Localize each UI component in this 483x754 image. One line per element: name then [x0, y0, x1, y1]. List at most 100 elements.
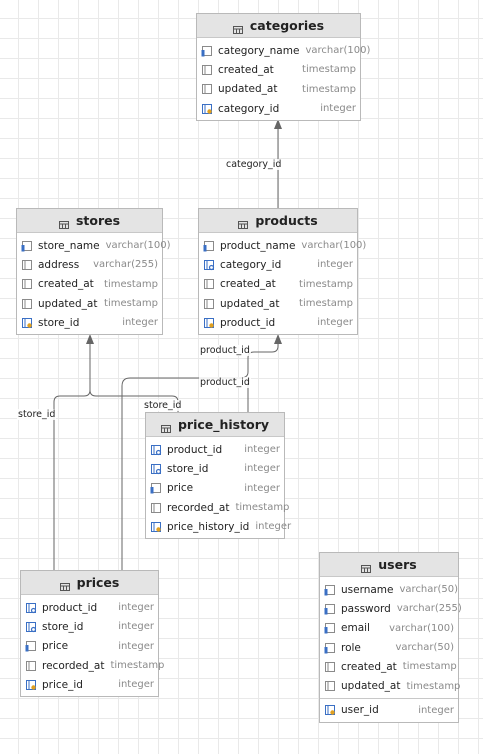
column-name: price_history_id — [167, 520, 250, 533]
column-type: integer — [317, 317, 353, 329]
text-column-icon — [21, 240, 33, 252]
column-name: product_id — [220, 316, 276, 329]
column-type: timestamp — [302, 64, 356, 76]
column-name: updated_at — [218, 83, 278, 96]
table-icon — [361, 561, 372, 573]
column-name: product_id — [42, 601, 98, 614]
column-row[interactable]: price integer — [146, 479, 284, 498]
column-type: varchar(100) — [305, 45, 371, 57]
column-type: timestamp — [104, 298, 158, 310]
column-name: recorded_at — [167, 501, 230, 514]
table-header[interactable]: prices — [21, 571, 158, 595]
column-type: timestamp — [299, 278, 353, 290]
column-name: username — [341, 583, 394, 596]
text-column-icon — [324, 584, 336, 596]
column-name: product_name — [220, 239, 296, 252]
column-name: product_id — [167, 443, 223, 456]
table-header[interactable]: users — [320, 553, 458, 577]
primary-key-icon — [324, 704, 336, 716]
column-name: price — [167, 482, 194, 495]
primary-key-icon — [201, 103, 213, 115]
table-header[interactable]: stores — [17, 209, 162, 233]
primary-key-icon — [25, 679, 37, 691]
column-type: integer — [244, 482, 280, 494]
column-name: created_at — [220, 278, 276, 291]
column-type: varchar(50) — [395, 642, 454, 654]
column-type: timestamp — [104, 278, 158, 290]
column-row[interactable]: product_id integer — [199, 313, 357, 332]
column-row[interactable]: category_id integer — [199, 255, 357, 274]
column-name: category_id — [220, 258, 282, 271]
table-title: prices — [76, 575, 120, 590]
column-type: timestamp — [299, 298, 353, 310]
column-name: updated_at — [220, 297, 280, 310]
column-name: updated_at — [341, 680, 401, 693]
relation-prices-stores — [53, 334, 94, 570]
column-name: store_name — [38, 239, 100, 252]
table-header[interactable]: products — [199, 209, 357, 233]
table-header[interactable]: categories — [197, 14, 360, 38]
column-row[interactable]: created_at timestamp — [17, 275, 162, 294]
relation-label-store-id: store_id — [143, 400, 183, 411]
column-row[interactable]: recorded_at timestamp — [146, 498, 289, 517]
table-header[interactable]: price_history — [146, 413, 284, 437]
column-type: varchar(255) — [396, 603, 462, 615]
table-title: price_history — [177, 417, 270, 432]
text-column-icon — [25, 640, 37, 652]
column-type: integer — [317, 259, 353, 271]
column-type: integer — [118, 679, 154, 691]
column-name: created_at — [38, 278, 94, 291]
column-type: timestamp — [402, 661, 457, 673]
column-type: timestamp — [235, 502, 290, 514]
column-name: created_at — [218, 63, 274, 76]
column-row[interactable]: created_at timestamp — [199, 275, 357, 294]
foreign-key-icon — [150, 463, 162, 475]
column-icon — [150, 502, 162, 514]
text-column-icon — [324, 642, 336, 654]
column-row[interactable]: updated_at timestamp — [199, 294, 357, 313]
column-type: timestamp — [110, 660, 165, 672]
column-icon — [203, 298, 215, 310]
foreign-key-icon — [150, 444, 162, 456]
column-icon — [203, 278, 215, 290]
column-type: integer — [118, 640, 154, 652]
column-type: integer — [244, 463, 280, 475]
column-icon — [25, 660, 37, 672]
table-icon — [238, 217, 249, 229]
column-row[interactable]: created_at timestamp — [197, 60, 360, 79]
